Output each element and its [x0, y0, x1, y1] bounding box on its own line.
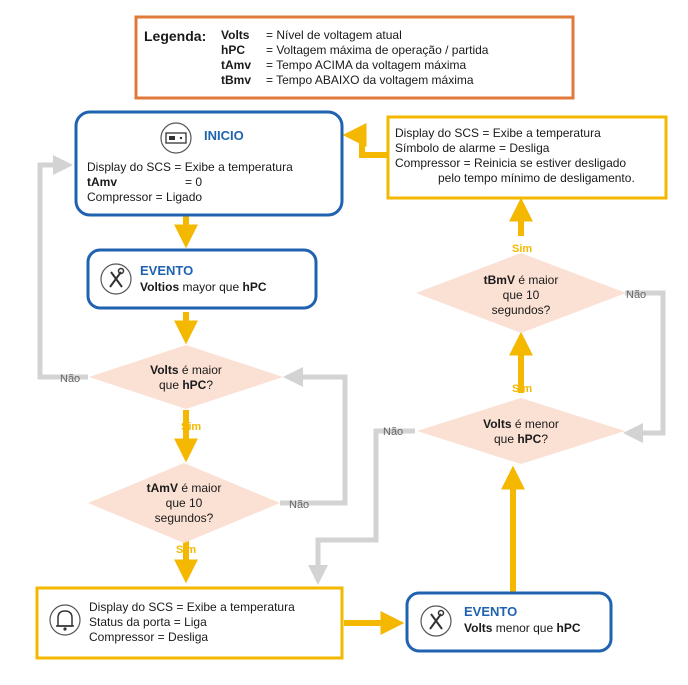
dec2-line2: que 10 [166, 496, 203, 510]
decision-tamv-greater: tAmV é maior que 10 segundos? [88, 463, 280, 543]
legend-term: Volts [221, 28, 250, 42]
dec3-line2: que hPC? [494, 432, 548, 446]
arrow-action-top-to-start [342, 123, 387, 158]
event1-title: EVENTO [140, 263, 193, 278]
arrow-dec3-no-loop [308, 428, 415, 586]
no-label: Não [289, 499, 309, 511]
decision-tbmv-greater: tBmV é maior que 10 segundos? [416, 253, 626, 333]
yes-label: Sim [176, 544, 196, 556]
dec1-line1: Volts é maior [150, 363, 222, 377]
no-label: Não [383, 426, 403, 438]
legend-desc: = Tempo ABAIXO da voltagem máxima [266, 73, 474, 87]
action-top-line1: Display do SCS = Exibe a temperatura [395, 126, 601, 140]
start-line2-key: tAmv [87, 175, 117, 189]
start-line2-val: = 0 [185, 175, 202, 189]
legend-title: Legenda: [144, 28, 206, 44]
dec4-line2: que 10 [503, 288, 540, 302]
legend-desc: = Voltagem máxima de operação / partida [266, 43, 489, 57]
start-box: INICIO Display do SCS = Exibe a temperat… [74, 110, 344, 217]
no-label: Não [626, 289, 646, 301]
dec4-line1: tBmV é maior [484, 273, 559, 287]
event2-title: EVENTO [464, 604, 517, 619]
display-icon [160, 122, 192, 154]
legend-term: tAmv [221, 58, 251, 72]
action-top-line3: Compressor = Reinicia se estiver desliga… [395, 156, 626, 170]
legend-box: Legenda: Volts = Nível de voltagem atual… [134, 15, 575, 100]
dec2-line3: segundos? [155, 511, 214, 525]
bell-icon [49, 604, 81, 636]
action-top-line4: pelo tempo mínimo de desligamento. [438, 171, 635, 185]
no-label: Não [60, 373, 80, 385]
dec4-line3: segundos? [492, 303, 551, 317]
action-bottom-line3: Compressor = Desliga [89, 630, 208, 644]
action-bottom-box: Display do SCS = Exibe a temperatura Sta… [35, 586, 344, 660]
tools-icon [100, 263, 132, 295]
event1-text: Voltios mayor que hPC [140, 280, 267, 294]
dec3-line1: Volts é menor [483, 417, 559, 431]
action-bottom-line2: Status da porta = Liga [89, 615, 207, 629]
start-line3: Compressor = Ligado [87, 190, 202, 204]
start-line1: Display do SCS = Exibe a temperatura [87, 160, 293, 174]
dec2-line1: tAmV é maior [147, 481, 222, 495]
legend-desc: = Nível de voltagem atual [266, 28, 402, 42]
yes-label: Sim [181, 421, 201, 433]
action-bottom-line1: Display do SCS = Exibe a temperatura [89, 600, 295, 614]
event1-box: EVENTO Voltios mayor que hPC [86, 248, 318, 310]
legend-desc: = Tempo ACIMA da voltagem máxima [266, 58, 467, 72]
tools-icon [420, 605, 452, 637]
decision-volts-greater: Volts é maior que hPC? [89, 345, 283, 409]
decision-volts-less: Volts é menor que hPC? [417, 398, 625, 464]
action-top-box: Display do SCS = Exibe a temperatura Sím… [386, 115, 668, 200]
action-top-line2: Símbolo de alarme = Desliga [395, 141, 550, 155]
legend-term: tBmv [221, 73, 251, 87]
arrow-dec4-no-loop [622, 290, 666, 443]
event2-text: Volts menor que hPC [464, 621, 581, 635]
arrow-dec1-no-loop [37, 155, 88, 380]
arrow-dec2-no-loop [280, 367, 348, 506]
legend-term: hPC [221, 43, 245, 57]
yes-label: Sim [512, 383, 532, 395]
event2-box: EVENTO Volts menor que hPC [405, 591, 613, 653]
yes-label: Sim [512, 243, 532, 255]
dec1-line2: que hPC? [159, 378, 213, 392]
start-title: INICIO [204, 128, 244, 143]
